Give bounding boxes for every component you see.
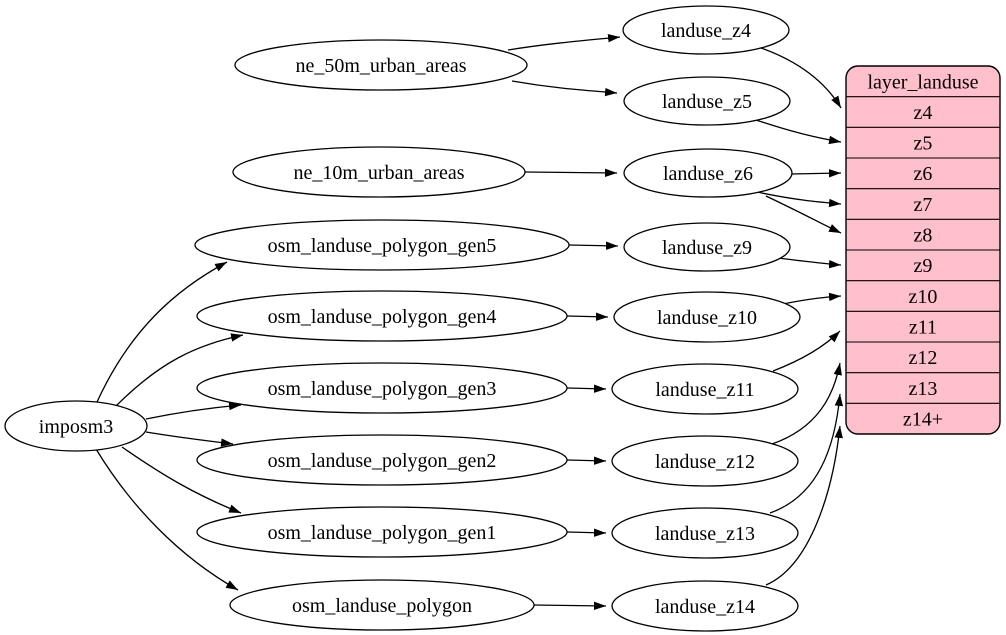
edge-imposm3-osm_landuse_polygon_gen5: [96, 261, 228, 403]
edge-landuse_z11-row-z11: [772, 330, 841, 372]
table-row-z12: z12: [909, 347, 938, 369]
node-label-osm_landuse_polygon_gen5: osm_landuse_polygon_gen5: [268, 235, 497, 257]
node-landuse_z14: landuse_z14: [611, 580, 799, 632]
edge-imposm3-osm_landuse_polygon_gen3: [145, 401, 242, 420]
edge-landuse_z5-row-z5: [752, 118, 842, 145]
node-landuse_z9: landuse_z9: [623, 222, 791, 272]
edge-landuse_z6-row-z7: [756, 191, 842, 208]
node-osm_landuse_polygon: osm_landuse_polygon: [229, 579, 535, 631]
edge-ne_50m_urban_areas-landuse_z4: [507, 33, 621, 51]
node-label-landuse_z14: landuse_z14: [655, 596, 755, 618]
node-landuse_z12: landuse_z12: [611, 435, 799, 487]
edge-landuse_z10-row-z10: [782, 292, 842, 305]
table-row-z14plus: z14+: [903, 409, 943, 431]
edge-imposm3-osm_landuse_polygon_gen4: [115, 333, 244, 407]
node-label-landuse_z10: landuse_z10: [657, 307, 757, 329]
node-imposm3: imposm3: [4, 400, 148, 452]
node-label-landuse_z4: landuse_z4: [661, 20, 751, 42]
edge-group: [95, 33, 844, 611]
node-label-osm_landuse_polygon_gen3: osm_landuse_polygon_gen3: [268, 378, 497, 400]
node-label-landuse_z12: landuse_z12: [655, 451, 755, 473]
edge-imposm3-osm_landuse_polygon_gen1: [121, 446, 242, 514]
node-landuse_z4: landuse_z4: [622, 5, 790, 55]
node-osm_landuse_polygon_gen4: osm_landuse_polygon_gen4: [196, 290, 568, 342]
edge-osm_landuse_polygon_gen3-landuse_z11: [566, 384, 607, 393]
node-ne_50m_urban_areas: ne_50m_urban_areas: [234, 39, 528, 91]
node-label-osm_landuse_polygon_gen4: osm_landuse_polygon_gen4: [268, 306, 497, 328]
node-label-landuse_z5: landuse_z5: [662, 91, 752, 113]
node-landuse_z13: landuse_z13: [611, 507, 799, 559]
table-row-z8: z8: [914, 225, 933, 247]
edge-landuse_z9-row-z9: [777, 257, 842, 269]
table-row-z6: z6: [914, 163, 933, 185]
node-label-landuse_z9: landuse_z9: [662, 237, 752, 259]
node-label-ne_50m_urban_areas: ne_50m_urban_areas: [295, 55, 466, 77]
node-label-landuse_z13: landuse_z13: [655, 523, 755, 545]
edge-ne_10m_urban_areas-landuse_z6: [524, 168, 618, 178]
edge-landuse_z14-row-z14plus: [765, 425, 843, 586]
node-osm_landuse_polygon_gen3: osm_landuse_polygon_gen3: [196, 362, 568, 414]
edge-imposm3-osm_landuse_polygon: [95, 448, 239, 591]
table-row-z5: z5: [914, 133, 933, 155]
edge-osm_landuse_polygon-landuse_z14: [533, 601, 607, 611]
node-osm_landuse_polygon_gen2: osm_landuse_polygon_gen2: [196, 434, 568, 486]
edge-osm_landuse_polygon_gen4-landuse_z10: [566, 312, 609, 321]
node-label-landuse_z11: landuse_z11: [655, 379, 754, 401]
node-landuse_z5: landuse_z5: [623, 76, 791, 126]
edge-landuse_z12-row-z12: [771, 362, 842, 445]
edge-ne_50m_urban_areas-landuse_z5: [511, 80, 618, 97]
node-landuse_z11: landuse_z11: [611, 363, 799, 415]
node-ne_10m_urban_areas: ne_10m_urban_areas: [232, 146, 526, 198]
edge-osm_landuse_polygon_gen5-landuse_z9: [568, 241, 619, 250]
edge-landuse_z4-row-z4: [760, 47, 842, 109]
node-label-imposm3: imposm3: [39, 416, 113, 438]
node-label-ne_10m_urban_areas: ne_10m_urban_areas: [293, 162, 464, 184]
edge-osm_landuse_polygon_gen2-landuse_z12: [566, 456, 607, 465]
edge-osm_landuse_polygon_gen1-landuse_z13: [566, 528, 607, 537]
edge-landuse_z6-row-z8: [765, 195, 842, 234]
table-title: layer_landuse: [867, 72, 978, 94]
node-landuse_z6: landuse_z6: [623, 148, 793, 198]
node-label-landuse_z6: landuse_z6: [663, 163, 753, 185]
node-osm_landuse_polygon_gen1: osm_landuse_polygon_gen1: [196, 506, 568, 558]
node-label-osm_landuse_polygon: osm_landuse_polygon: [292, 595, 472, 617]
node-label-osm_landuse_polygon_gen2: osm_landuse_polygon_gen2: [268, 450, 497, 472]
table-row-z11: z11: [909, 317, 937, 339]
edge-landuse_z6-row-z6: [790, 169, 842, 178]
node-label-osm_landuse_polygon_gen1: osm_landuse_polygon_gen1: [268, 522, 497, 544]
table-row-z4: z4: [914, 102, 933, 124]
node-landuse_z10: landuse_z10: [613, 291, 801, 343]
table-row-z9: z9: [914, 255, 933, 277]
node-osm_landuse_polygon_gen5: osm_landuse_polygon_gen5: [194, 219, 570, 271]
table-layer_landuse: layer_landuse z4 z5 z6 z7 z8 z9 z10 z11 …: [845, 65, 1001, 435]
edge-landuse_z13-row-z13: [769, 393, 844, 514]
table-row-z13: z13: [909, 378, 938, 400]
table-row-z7: z7: [914, 194, 933, 216]
edge-imposm3-osm_landuse_polygon_gen2: [145, 431, 234, 447]
table-row-z10: z10: [909, 286, 938, 308]
